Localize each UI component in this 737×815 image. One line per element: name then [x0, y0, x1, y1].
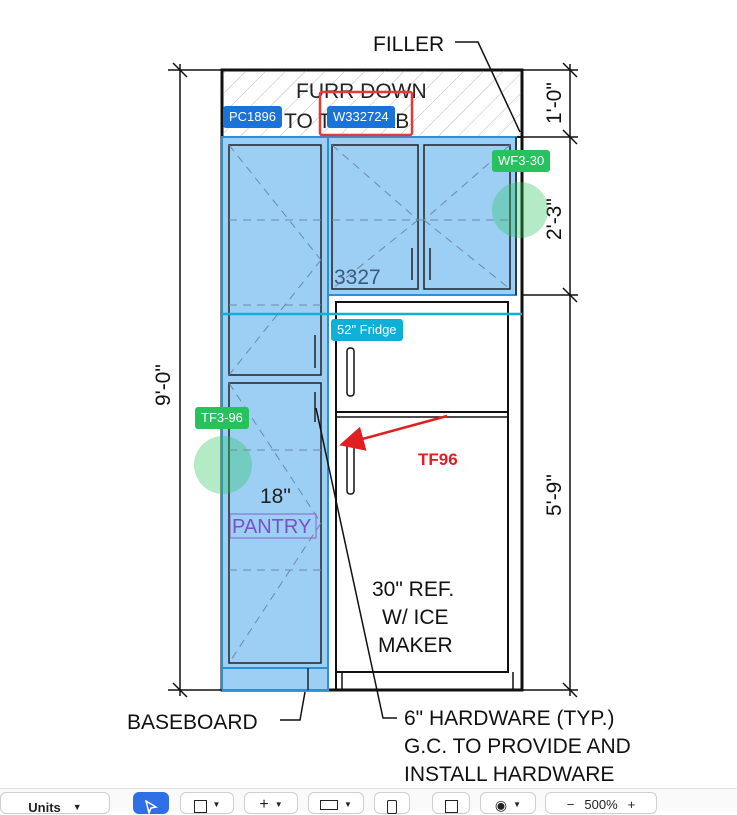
- pantry-size-text: 18": [260, 485, 291, 508]
- add-tool-button[interactable]: + ▼: [244, 792, 298, 814]
- dim-right-tick-4: [562, 682, 578, 698]
- w-tag-highlight[interactable]: [318, 90, 414, 137]
- hardware-leader: [315, 407, 397, 719]
- device-icon: [387, 800, 397, 814]
- filler-leader: [455, 41, 521, 133]
- wall-cab-swing-1: [331, 144, 419, 221]
- ruler-icon: [320, 800, 339, 810]
- chevron-down-icon: ▼: [274, 800, 283, 809]
- ref-lower-handle: [346, 439, 355, 495]
- tf96-label[interactable]: TF96: [418, 450, 458, 469]
- view-tool-button[interactable]: ◉ ▼: [480, 792, 536, 814]
- zoom-out-button[interactable]: −: [566, 797, 575, 812]
- dim-mid-text: 2'-3": [543, 198, 566, 240]
- select-tool-button[interactable]: [133, 792, 169, 814]
- units-label: Units: [28, 800, 61, 815]
- tag-tf3-96[interactable]: TF3-96: [195, 407, 249, 429]
- wall-cab-swing-4: [423, 219, 511, 290]
- tag-52-fridge[interactable]: 52" Fridge: [331, 319, 403, 341]
- zoom-in-button[interactable]: +: [627, 797, 636, 812]
- pantry-swing-1: [228, 144, 322, 261]
- zoom-control: − 500% +: [545, 792, 657, 814]
- zoom-level: 500%: [584, 797, 618, 812]
- dim-right-tick-3: [562, 287, 578, 303]
- chevron-down-icon: ▼: [212, 800, 221, 809]
- units-dropdown[interactable]: Units ▼: [0, 792, 110, 815]
- ref-upper-handle: [346, 347, 355, 397]
- chevron-down-icon: ▼: [513, 800, 522, 809]
- shape-tool-button[interactable]: ▼: [180, 792, 234, 814]
- measure-tool-button[interactable]: ▼: [308, 792, 364, 814]
- tf96-arrow[interactable]: [339, 414, 448, 451]
- hardware-text-2: G.C. TO PROVIDE AND: [404, 735, 631, 758]
- square-icon: [193, 800, 207, 813]
- phone-tool-button[interactable]: [374, 792, 410, 814]
- plus-icon: +: [259, 796, 269, 813]
- wall-cab-code-text: 3327: [334, 266, 381, 289]
- wall-cab-swing-2: [331, 219, 419, 290]
- dim-top-text: 1'-0": [543, 82, 566, 124]
- dim-left-tick-top: [172, 62, 188, 78]
- eye-icon: ◉: [494, 797, 508, 813]
- refrigerator[interactable]: [335, 301, 509, 673]
- pantry-label-box: [229, 513, 317, 539]
- tag-pc1896[interactable]: PC1896: [223, 106, 282, 128]
- ref-text-2: W/ ICE: [382, 606, 449, 629]
- bottom-toolbar: Units ▼ ▼ + ▼ ▼ ◉ ▼ − 500% +: [0, 788, 737, 815]
- dim-total-text: 9'-0": [152, 364, 175, 406]
- baseboard-leader: [280, 691, 306, 721]
- hardware-text-1: 6" HARDWARE (TYP.): [404, 707, 614, 730]
- chevron-down-icon: ▼: [72, 802, 82, 812]
- dim-bottom-text: 5'-9": [543, 474, 566, 516]
- baseboard-text: BASEBOARD: [127, 711, 258, 734]
- wall-cabinet-left-door[interactable]: [331, 144, 419, 290]
- dim-left-tick-bottom: [172, 682, 188, 698]
- cursor-arrow-icon: [144, 800, 158, 814]
- tag-w332724[interactable]: W332724: [327, 106, 395, 128]
- hardware-text-3: INSTALL HARDWARE: [404, 763, 614, 786]
- pantry-label-text: PANTRY: [232, 516, 311, 538]
- wall-cabinet-right-door[interactable]: [423, 144, 511, 290]
- tag-wf3-30[interactable]: WF3-30: [492, 150, 551, 172]
- ref-text-3: MAKER: [378, 634, 453, 657]
- pantry-toe-kick[interactable]: [221, 667, 329, 691]
- filler-text: FILLER: [373, 33, 444, 56]
- chevron-down-icon: ▼: [344, 800, 352, 809]
- ref-text-1: 30" REF.: [372, 578, 454, 601]
- pantry-swing-2: [228, 259, 322, 376]
- tf3-marker-circle[interactable]: [194, 436, 252, 494]
- crop-icon: [444, 800, 458, 813]
- crop-tool-button[interactable]: [432, 792, 470, 814]
- dim-right-tick-2: [562, 129, 578, 145]
- wf-marker-circle[interactable]: [492, 182, 548, 238]
- dim-right-tick-1: [562, 62, 578, 78]
